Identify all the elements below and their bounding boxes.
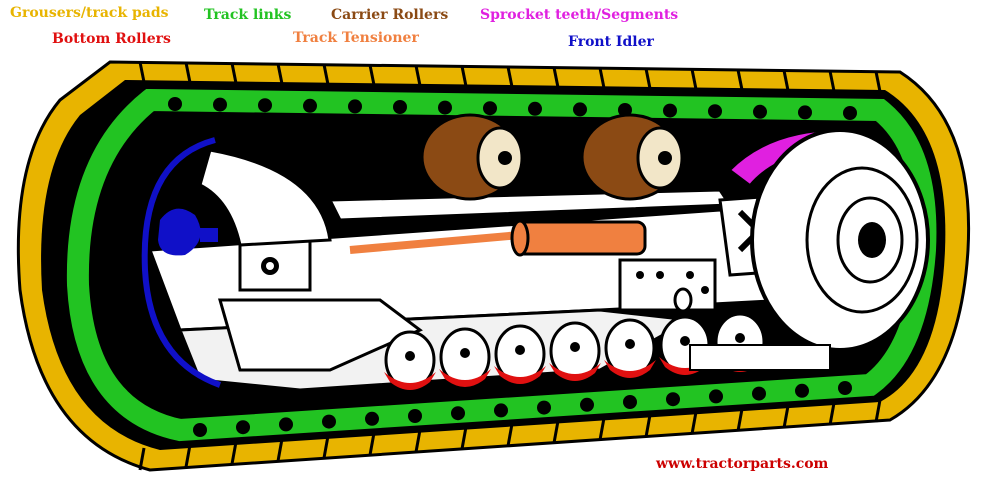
grouser-seam — [414, 65, 422, 86]
grouser-seam — [322, 435, 330, 459]
grouser-seam — [414, 429, 422, 453]
grouser-seam — [506, 423, 514, 447]
track-link-pin — [537, 400, 551, 415]
track-tensioner — [349, 219, 647, 257]
track-link-pin — [168, 97, 182, 111]
track-link-pin — [348, 99, 362, 114]
grouser-seam — [736, 408, 744, 432]
grouser-seam — [460, 65, 468, 87]
track-link-pin — [193, 423, 207, 437]
bottom-bracket — [689, 344, 831, 371]
grouser-seam — [644, 414, 652, 438]
track-link-pin — [843, 106, 857, 120]
label-sprocket: Sprocket teeth/Segments — [480, 7, 679, 23]
track-link-pin — [795, 383, 809, 398]
track-link-pin — [709, 389, 723, 404]
track-link-pin — [666, 392, 680, 407]
front-idler — [141, 137, 222, 388]
grouser-seam — [184, 444, 192, 468]
grouser-seam — [690, 411, 698, 435]
grouser-seam — [874, 71, 882, 92]
grouser-seam — [184, 62, 192, 83]
grouser-seam — [736, 69, 744, 91]
grouser-seam — [828, 402, 836, 426]
grouser-seam — [552, 67, 560, 88]
track-link-pin — [528, 101, 542, 116]
track-link-pin — [752, 386, 766, 401]
track-link-pin — [663, 103, 677, 118]
bottom-roller — [549, 321, 601, 381]
label-bottom-rollers: Bottom Rollers — [52, 31, 171, 47]
grouser-seam — [460, 426, 468, 450]
track-link-pin — [483, 101, 497, 116]
track-link-pins — [168, 97, 857, 437]
grouser-seam — [138, 61, 146, 83]
track-links — [66, 88, 937, 442]
grouser-seam — [782, 70, 790, 91]
grouser-seam — [690, 68, 698, 90]
track-link-pin — [303, 98, 317, 113]
track-link-pin — [258, 98, 272, 113]
label-track-tensioner: Track Tensioner — [293, 30, 419, 46]
track-link-pin — [753, 104, 767, 119]
grouser-seam — [230, 62, 238, 84]
track-link-pin — [322, 414, 336, 429]
grouser-seam — [322, 64, 330, 85]
bottom-roller — [439, 327, 491, 387]
track-link-pin — [213, 97, 227, 112]
grouser-seam — [598, 417, 606, 441]
grouser-seam — [874, 399, 882, 423]
track-link-pin — [365, 411, 379, 426]
grouser-seam — [828, 70, 836, 92]
grouser-seam — [276, 438, 284, 462]
grouser-seam — [506, 66, 514, 88]
grouser-seam — [276, 63, 284, 85]
track-link-pin — [573, 102, 587, 117]
track-link-pin — [408, 409, 422, 423]
bottom-roller — [604, 318, 656, 378]
grouser-seam — [368, 64, 376, 86]
grouser-seam — [644, 68, 652, 89]
label-carrier-rollers: Carrier Rollers — [331, 7, 449, 23]
grouser-seam — [552, 420, 560, 444]
grouser-seam — [138, 447, 146, 471]
grouser-seam — [598, 67, 606, 89]
track-link-pin — [623, 395, 637, 409]
track-link-pin — [708, 104, 722, 119]
track-link-pin — [438, 100, 452, 115]
grouser-seam — [368, 432, 376, 456]
track-link-pin — [393, 100, 407, 114]
carrier-rollers — [420, 113, 684, 201]
track-link-pin — [451, 406, 465, 421]
track-link-pin — [279, 417, 293, 432]
label-grousers: Grousers/track pads — [10, 5, 169, 21]
bottom-roller — [384, 330, 436, 390]
track-link-pin — [494, 403, 508, 418]
sprocket-wheel — [750, 128, 930, 352]
grouser-seam — [230, 441, 238, 465]
credit-url: www.tractorparts.com — [656, 456, 829, 472]
label-front-idler: Front Idler — [568, 34, 654, 50]
track-link-pin — [580, 397, 594, 412]
track-link-pin — [798, 105, 812, 120]
grouser-seam — [782, 405, 790, 429]
track-link-pin — [618, 103, 632, 117]
track-link-pin — [236, 420, 250, 435]
track-link-pin — [838, 381, 852, 395]
bottom-roller — [494, 324, 546, 384]
grouser-segments — [138, 61, 882, 471]
label-track-links: Track links — [204, 7, 292, 23]
